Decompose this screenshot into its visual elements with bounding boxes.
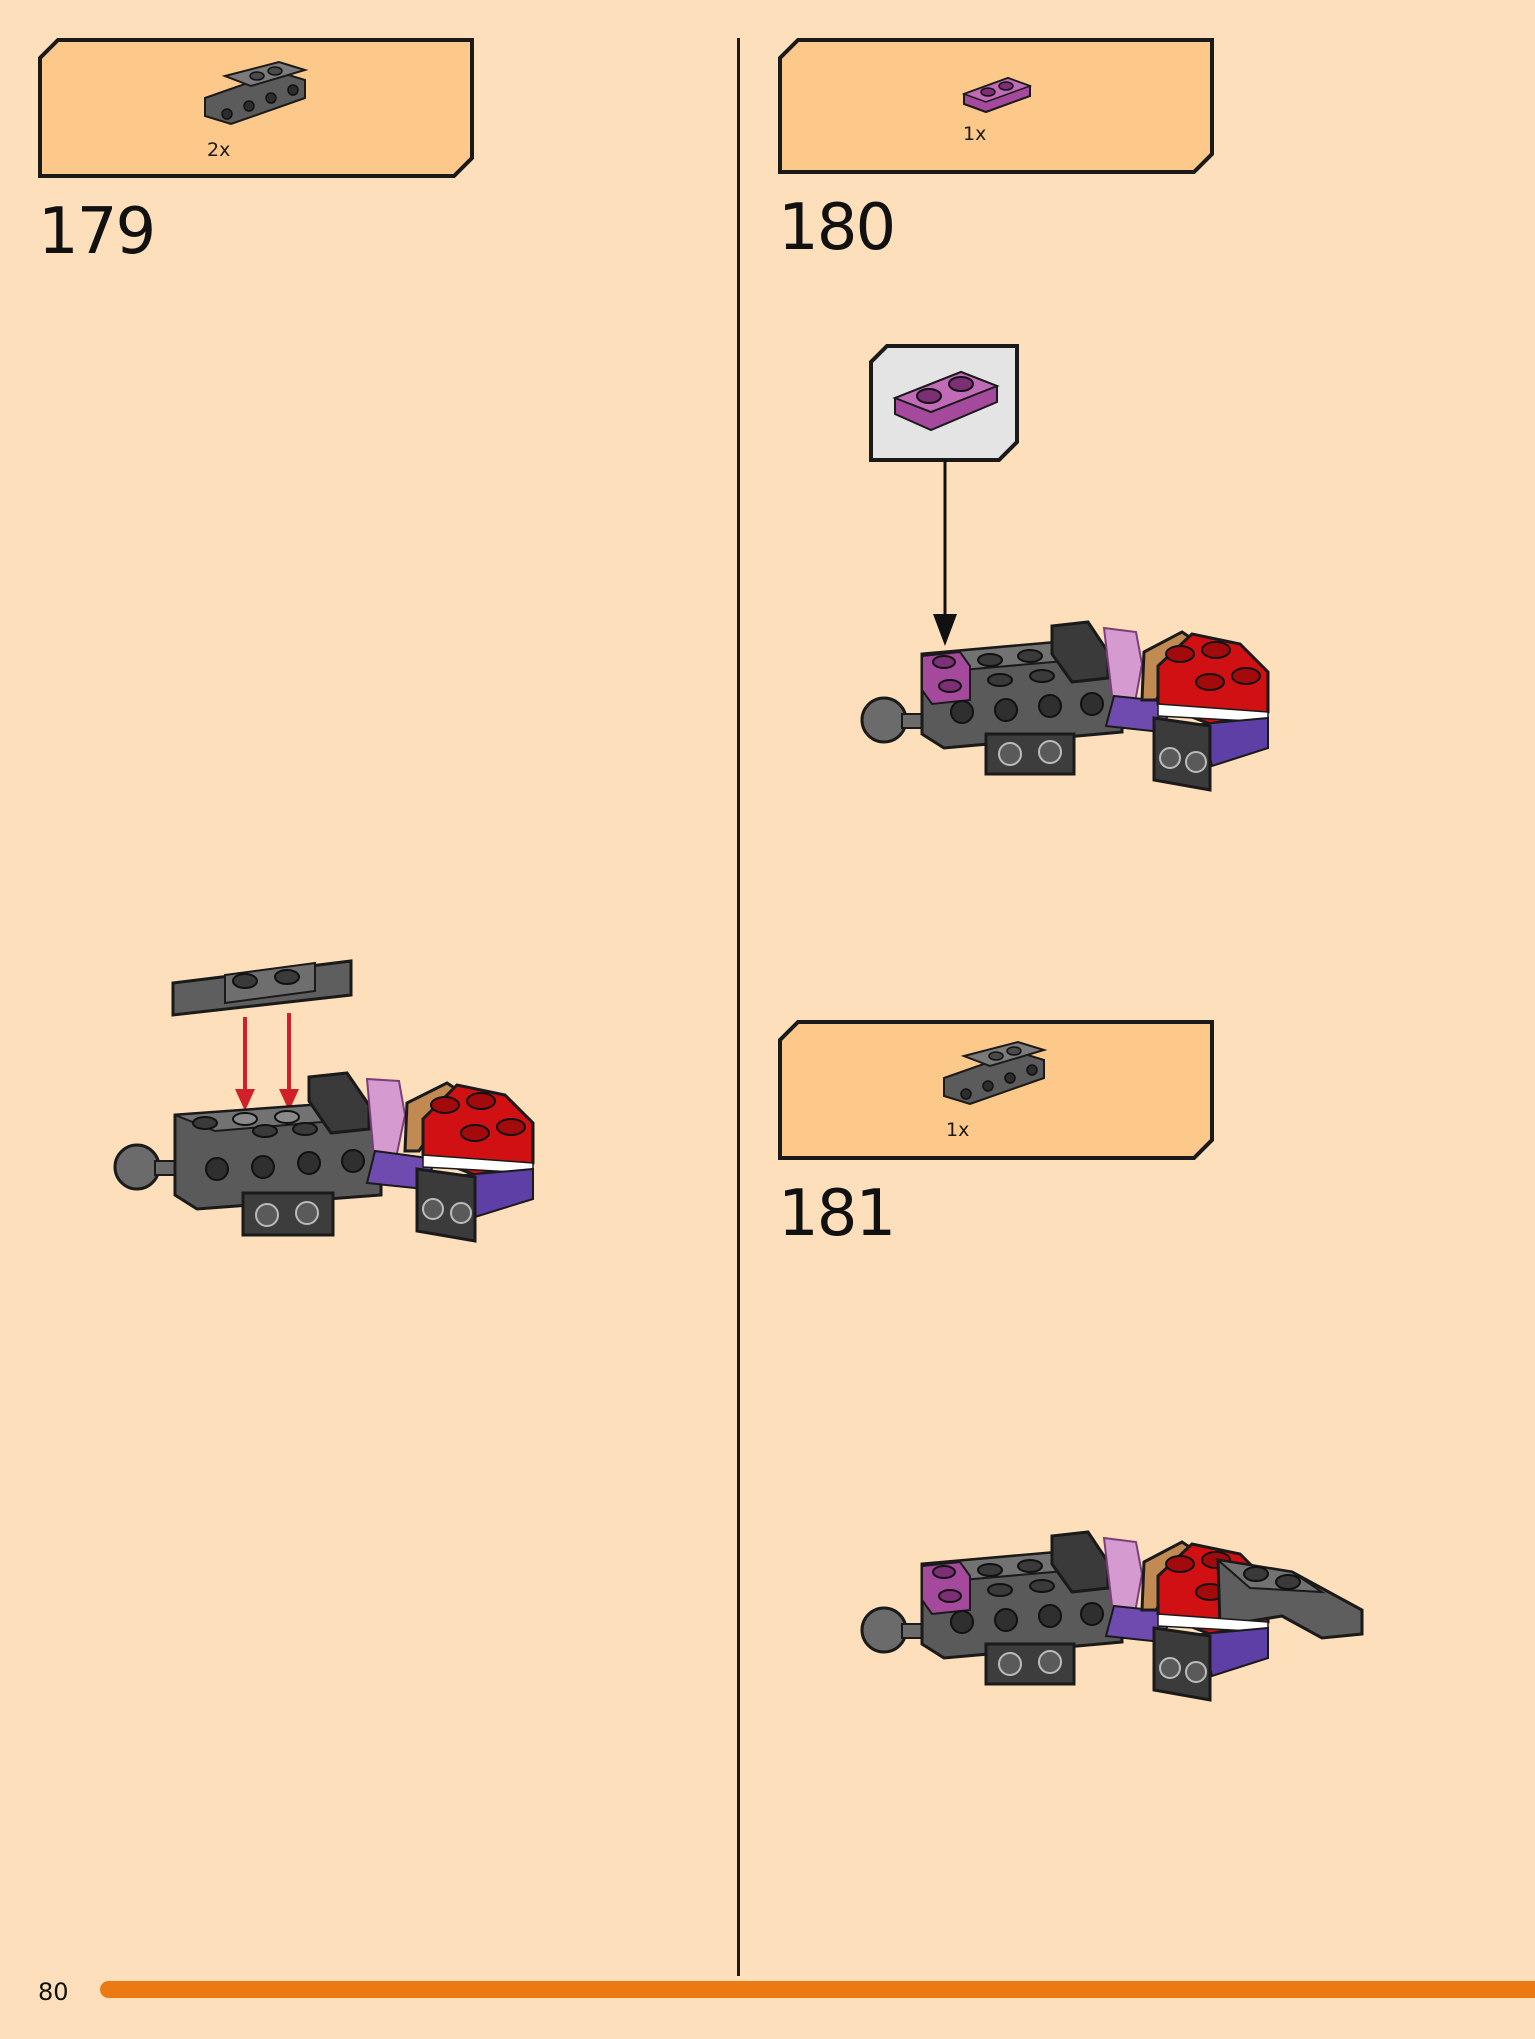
down-arrow-icon	[930, 460, 960, 650]
assembly-model-181	[852, 1530, 1372, 1710]
bracket-plate-icon	[943, 1040, 1054, 1112]
assembly-model-180	[852, 620, 1292, 800]
page-number: 80	[38, 1978, 69, 2006]
column-divider	[737, 38, 740, 1976]
part-quantity-181: 1x	[946, 1119, 970, 1141]
part-quantity-180: 1x	[963, 123, 987, 145]
page-accent-bar	[100, 1981, 1535, 1998]
magenta-plate-callout-icon	[891, 366, 1001, 438]
step-number-181: 181	[778, 1177, 896, 1251]
step-number-179: 179	[38, 195, 156, 269]
assembly-model-179	[105, 955, 565, 1255]
magenta-plate-icon	[961, 74, 1033, 118]
down-arrow-icon	[235, 1013, 299, 1111]
bracket-plate-icon	[171, 959, 353, 1017]
bracket-plate-icon	[204, 60, 315, 132]
step-number-180: 180	[778, 191, 896, 265]
part-quantity-179: 2x	[207, 139, 231, 161]
